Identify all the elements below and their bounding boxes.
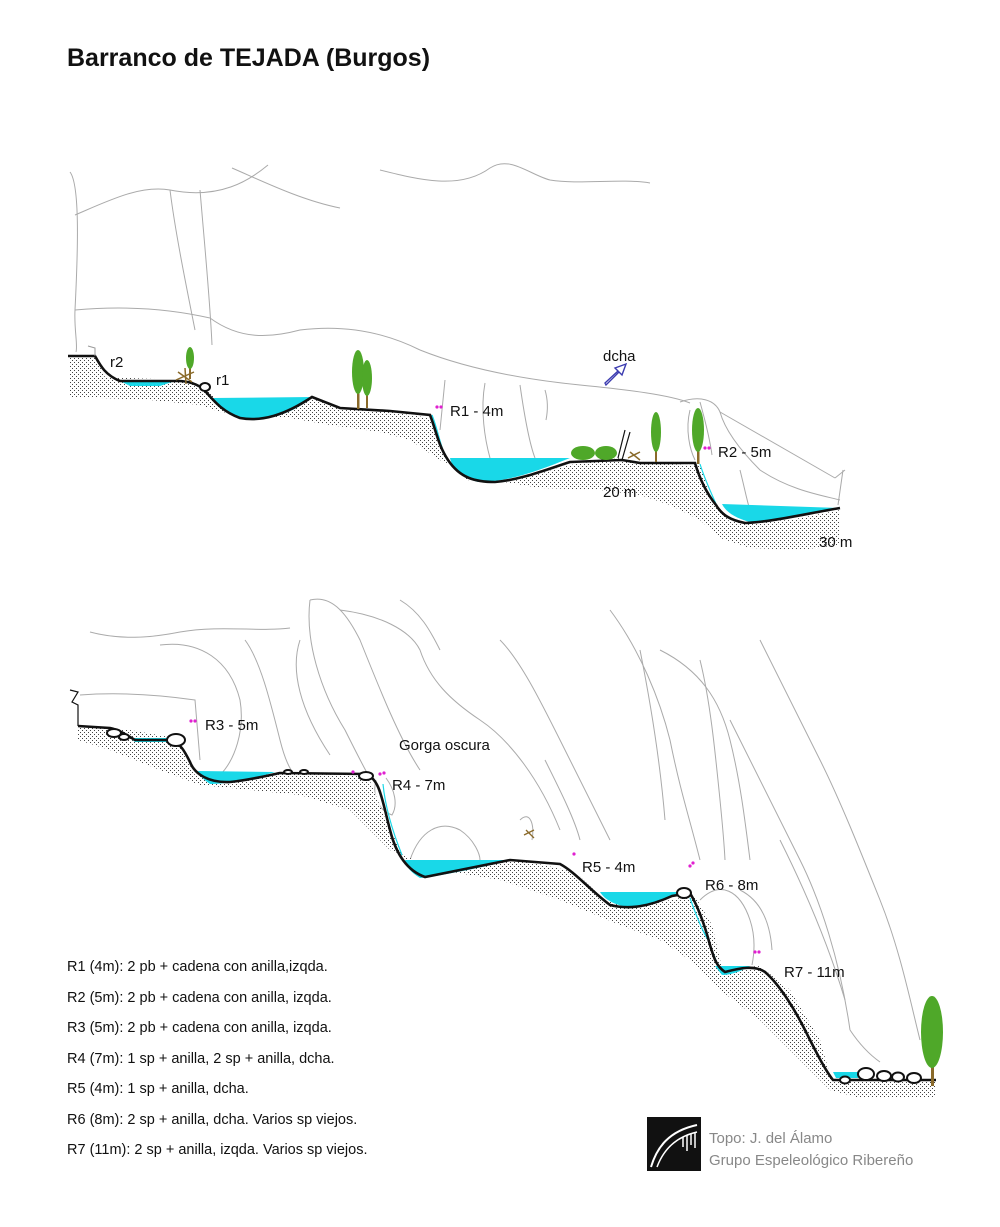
label-R1: R1 - 4m: [450, 403, 503, 420]
label-R7: R7 - 11m: [784, 964, 845, 981]
label-R5: R5 - 4m: [582, 859, 635, 876]
tree-icon: [186, 347, 194, 379]
section-top: r2 r1 dcha R1 - 4m R2 - 5m 20 m 30 m: [68, 163, 852, 551]
tree-icon: [921, 996, 943, 1086]
legend-item: R3 (5m): 2 pb + cadena con anilla, izqda…: [67, 1020, 332, 1036]
club-logo-icon: [647, 1117, 701, 1171]
section-bottom: R3 - 5m Gorga oscura R4 - 7m R5 - 4m R6 …: [69, 598, 943, 1098]
label-R4: R4 - 7m: [392, 777, 445, 794]
fallen-branch-icon: [523, 829, 535, 839]
label-direction: dcha: [603, 348, 636, 365]
anchor-icon: [189, 719, 761, 954]
canyon-bed-bottom: [77, 724, 936, 1082]
rappel-legend: R1 (4m): 2 pb + cadena con anilla,izqda.…: [67, 958, 367, 1172]
direction-arrow-icon: [604, 362, 628, 387]
label-R2: R2 - 5m: [718, 444, 771, 461]
page-title: Barranco de TEJADA (Burgos): [67, 44, 431, 72]
fallen-branch-icon: [175, 367, 641, 461]
canyon-bed-top: [68, 354, 841, 525]
legend-item: R7 (11m): 2 sp + anilla, izqda. Varios s…: [67, 1142, 368, 1158]
label-R3: R3 - 5m: [205, 717, 258, 734]
bush-icon: [571, 446, 617, 460]
pool-top-4: [722, 504, 840, 522]
credits-author: Topo: J. del Álamo: [709, 1130, 833, 1147]
label-R6: R6 - 8m: [705, 877, 758, 894]
rock-outlines-bottom: [79, 598, 921, 1063]
tree-icon: [352, 350, 364, 409]
credits-block: Topo: J. del Álamo Grupo Espeleológico R…: [647, 1117, 947, 1171]
credits-group: Grupo Espeleológico Ribereño: [709, 1152, 914, 1169]
label-gorga-oscura: Gorga oscura: [399, 737, 491, 754]
label-r2: r2: [110, 354, 123, 371]
legend-item: R6 (8m): 2 sp + anilla, dcha. Varios sp …: [67, 1111, 358, 1128]
pool-bottom-6: [833, 1072, 860, 1078]
boulder: [106, 728, 922, 1085]
label-distance-30: 30 m: [819, 534, 852, 551]
tree-icon: [651, 412, 661, 462]
tree-icon: [362, 360, 372, 408]
label-r1: r1: [216, 372, 229, 389]
anchor-icon: [435, 405, 711, 450]
legend-item: R2 (5m): 2 pb + cadena con anilla, izqda…: [67, 989, 332, 1006]
pool-top-2: [212, 397, 312, 420]
tree-icon: [692, 408, 704, 464]
ground-mass-bottom: [78, 726, 935, 1098]
legend-item: R1 (4m): 2 pb + cadena con anilla,izqda.: [67, 959, 328, 975]
label-distance-20: 20 m: [603, 484, 636, 501]
pool-bottom-4: [600, 892, 680, 908]
pool-top-3: [450, 458, 570, 482]
legend-item: R4 (7m): 1 sp + anilla, 2 sp + anilla, d…: [67, 1050, 335, 1067]
boulder: [199, 382, 211, 392]
ground-mass-top: [70, 356, 840, 550]
rock-outlines-top: [69, 163, 846, 511]
legend-item: R5 (4m): 1 sp + anilla, dcha.: [67, 1081, 249, 1097]
